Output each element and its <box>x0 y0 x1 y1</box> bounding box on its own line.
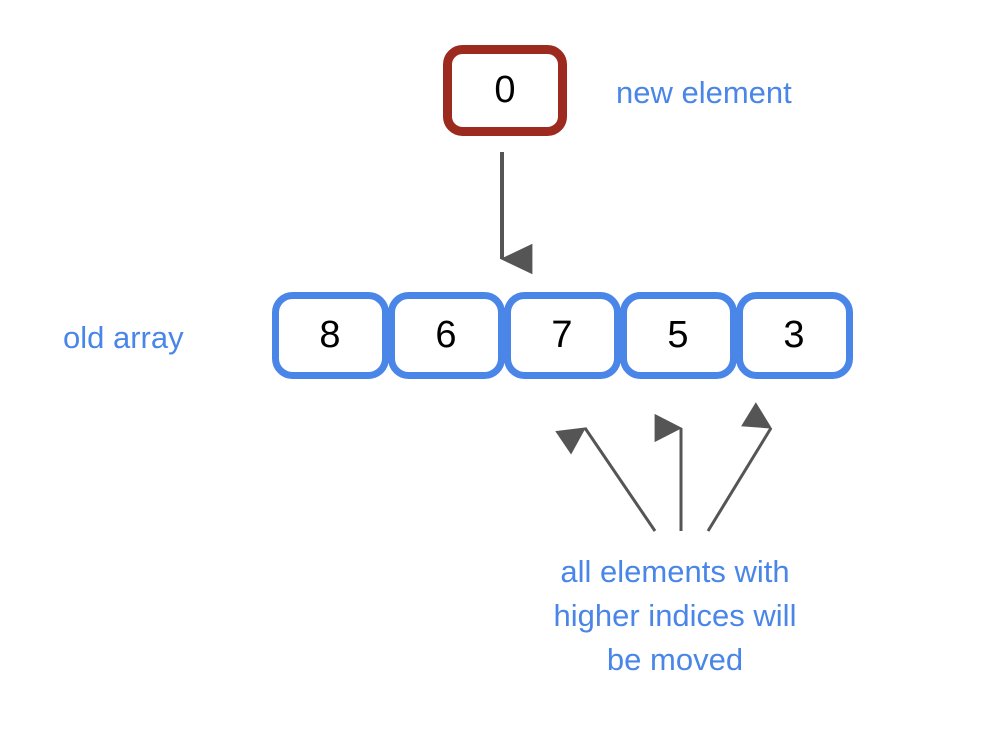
array-cell-2[interactable]: 7 <box>504 292 621 379</box>
old-array-group: 8 6 7 5 3 <box>272 292 853 379</box>
array-cell-4[interactable]: 3 <box>736 292 853 379</box>
array-cell-value: 6 <box>435 314 456 356</box>
array-cell-box <box>388 292 505 379</box>
shift-note-line-1: all elements with <box>560 554 789 589</box>
array-cell-value: 7 <box>551 314 572 356</box>
array-cell-box <box>736 292 853 379</box>
new-element-label: new element <box>616 75 792 110</box>
new-element-group: 0 <box>443 45 567 136</box>
array-cell-1[interactable]: 6 <box>388 292 505 379</box>
array-cell-value: 3 <box>783 314 804 356</box>
array-cell-0[interactable]: 8 <box>272 292 389 379</box>
new-element-value: 0 <box>494 69 515 111</box>
shift-note-line-3: be moved <box>607 642 743 677</box>
shift-arrows-group <box>555 402 773 532</box>
array-cell-value: 8 <box>319 314 340 356</box>
array-cell-box <box>272 292 389 379</box>
array-cell-3[interactable]: 5 <box>620 292 737 379</box>
array-cell-box <box>504 292 621 379</box>
old-array-label: old array <box>63 320 184 355</box>
shift-note-line-2: higher indices will <box>554 598 797 633</box>
array-cell-box <box>620 292 737 379</box>
shift-arrow-to-cell-2 <box>555 427 657 532</box>
shift-arrow-to-cell-4 <box>706 402 773 532</box>
array-cell-value: 5 <box>667 314 688 356</box>
new-element-box[interactable] <box>443 45 567 136</box>
shift-note: all elements with higher indices will be… <box>554 554 797 677</box>
